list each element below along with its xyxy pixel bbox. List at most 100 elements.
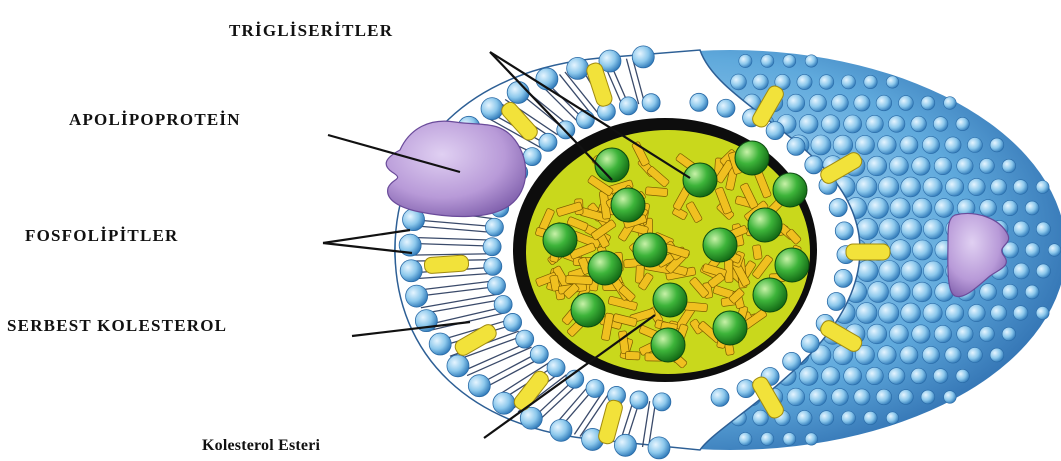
phospholipid-head	[819, 411, 834, 426]
phospholipid-head	[923, 219, 943, 239]
phospholipid-head	[619, 97, 637, 115]
phospholipid-head	[783, 352, 801, 370]
phospholipid-head	[787, 388, 805, 406]
phospholipid-head	[1014, 263, 1030, 279]
phospholipid-head	[614, 434, 636, 456]
phospholipid-head	[946, 304, 964, 322]
triglyceride-chain	[752, 245, 762, 260]
phospholipid-head	[957, 326, 973, 342]
phospholipid-head	[912, 325, 930, 343]
phospholipid-head	[1002, 159, 1016, 173]
phospholipid-head	[888, 116, 905, 133]
phospholipid-head	[550, 419, 572, 441]
phospholipid-head	[878, 177, 898, 197]
phospholipid-head	[923, 261, 943, 281]
phospholipid-head	[967, 348, 982, 363]
phospholipid-head	[879, 261, 900, 282]
phospholipid-head	[857, 218, 878, 239]
phospholipid-head	[921, 390, 935, 404]
phospholipid-head	[857, 260, 878, 281]
phospholipid-head	[900, 346, 918, 364]
phospholipid-head	[866, 367, 883, 384]
phospholipid-head	[968, 178, 985, 195]
phospholipid-head	[833, 135, 853, 155]
label-fosfolipitler: FOSFOLİPİTLER	[25, 226, 179, 246]
phospholipid-head	[868, 198, 889, 219]
phospholipid-head	[809, 388, 826, 405]
phospholipid-head	[783, 55, 796, 68]
phospholipid-head	[1036, 307, 1049, 320]
phospholipid-head	[933, 369, 948, 384]
cholesterol-ester	[683, 163, 717, 197]
phospholipid-head	[933, 117, 948, 132]
phospholipid-head	[753, 410, 769, 426]
phospholipid-head	[922, 346, 939, 363]
cholesterol-ester	[775, 248, 809, 282]
phospholipid-head	[1025, 243, 1039, 257]
phospholipid-head	[946, 178, 964, 196]
phospholipid-head	[468, 375, 490, 397]
phospholipid-head	[980, 284, 997, 301]
phospholipid-head	[945, 347, 961, 363]
phospholipid-head	[889, 157, 908, 176]
phospholipid-head	[1048, 244, 1061, 257]
phospholipid-head	[911, 116, 927, 132]
label-trigliseritler: TRİGLİSERİTLER	[229, 21, 393, 41]
cholesterol-ester	[651, 328, 685, 362]
cholesterol-ester	[653, 283, 687, 317]
phospholipid-head	[876, 389, 892, 405]
phospholipid-head	[888, 368, 905, 385]
phospholipid-head	[797, 74, 812, 89]
phospholipid-head	[876, 95, 892, 111]
cholesterol-ester	[571, 293, 605, 327]
phospholipid-head	[648, 437, 670, 459]
phospholipid-head	[653, 393, 671, 411]
phospholipid-head	[956, 369, 969, 382]
phospholipid-head	[530, 345, 548, 363]
phospholipid-head	[980, 200, 997, 217]
phospholipid-head	[799, 367, 818, 386]
phospholipid-head	[835, 222, 853, 240]
cholesterol-ester	[703, 228, 737, 262]
phospholipid-head	[1002, 200, 1017, 215]
phospholipid-head	[867, 324, 887, 344]
phospholipid-head	[990, 138, 1004, 152]
phospholipid-head	[809, 94, 826, 111]
triglyceride-chain	[645, 187, 668, 197]
phospholipid-head	[899, 96, 914, 111]
phospholipid-head	[878, 136, 897, 155]
phospholipid-head	[912, 157, 930, 175]
phospholipid-head	[717, 99, 735, 117]
phospholipid-head	[485, 218, 503, 236]
phospholipid-head	[841, 75, 855, 89]
phospholipid-head	[787, 137, 805, 155]
phospholipid-head	[912, 282, 932, 302]
phospholipid-head	[1002, 284, 1017, 299]
phospholipid-head	[866, 115, 883, 132]
phospholipid-head	[484, 257, 502, 275]
phospholipid-head	[901, 177, 921, 197]
phospholipid-head	[878, 346, 897, 365]
phospholipid-head	[1036, 264, 1050, 278]
phospholipid-head	[429, 333, 451, 355]
phospholipid-head	[901, 303, 921, 323]
free-cholesterol	[846, 244, 890, 260]
cholesterol-ester	[588, 251, 622, 285]
phospholipid-head	[934, 325, 951, 342]
phospholipid-head	[821, 367, 839, 385]
phospholipid-head	[913, 240, 933, 260]
triglyceride-chain	[625, 351, 640, 359]
phospholipid-head	[867, 156, 887, 176]
phospholipid-head	[912, 198, 932, 218]
phospholipid-head	[889, 325, 908, 344]
phospholipid-head	[1002, 327, 1016, 341]
phospholipid-head	[991, 305, 1007, 321]
phospholipid-head	[690, 93, 708, 111]
phospholipid-head	[827, 292, 845, 310]
phospholipid-head	[1013, 180, 1028, 195]
phospholipid-head	[832, 389, 849, 406]
free-cholesterol	[424, 255, 469, 274]
phospholipid-head	[968, 304, 985, 321]
phospholipid-head	[844, 367, 862, 385]
phospholipid-head	[1013, 306, 1028, 321]
